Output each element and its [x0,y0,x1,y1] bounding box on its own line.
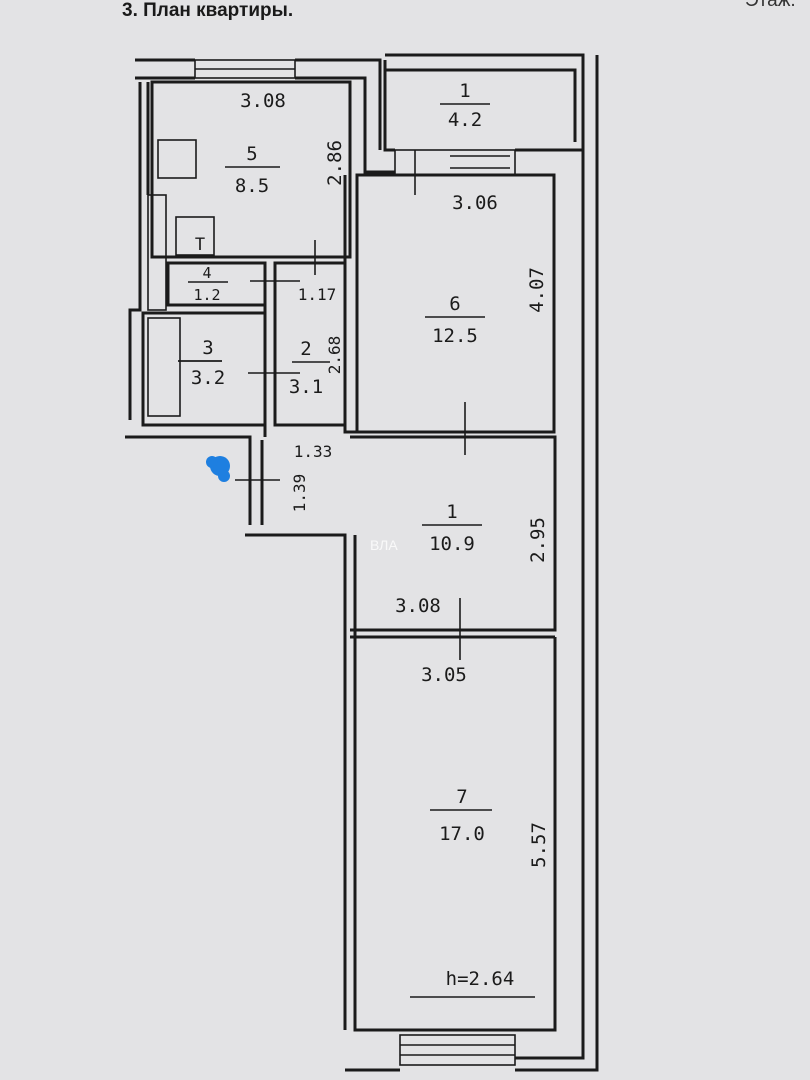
room-label: 7 17.0 [430,786,492,845]
fixture-label: T [195,235,205,255]
svg-text:4: 4 [202,264,211,282]
room-label: 5 8.5 [225,143,280,197]
room-label: 3 3.2 [178,337,225,389]
svg-text:4.2: 4.2 [448,109,482,131]
dimension-label: 3.08 [395,595,441,617]
svg-text:3.2: 3.2 [191,367,225,389]
svg-text:6: 6 [449,293,460,315]
walls [125,53,599,1072]
dimension-label: 2.68 [325,336,344,375]
svg-text:17.0: 17.0 [439,823,485,845]
svg-text:2: 2 [300,338,311,360]
dimension-label: 2.95 [527,517,549,563]
page-title: 3. План квартиры. [122,0,294,21]
dimension-label: 3.06 [452,192,498,214]
svg-text:5: 5 [246,143,257,165]
room-label: 1 10.9 [422,501,482,555]
svg-text:10.9: 10.9 [429,533,475,555]
dimension-label: 1.39 [290,474,309,513]
dimension-label: 3.08 [240,90,286,112]
room-label: 2 3.1 [289,338,330,398]
svg-text:1: 1 [446,501,457,523]
svg-text:3: 3 [202,337,213,359]
dimension-label: 2.86 [324,140,346,186]
dimension-label: 1.17 [298,285,337,304]
room-label: 6 12.5 [425,293,485,347]
dimension-label: 4.07 [526,267,548,313]
svg-text:1.2: 1.2 [193,286,220,304]
room-label: 4 1.2 [188,264,228,304]
dimension-label: 5.57 [528,822,550,868]
svg-text:12.5: 12.5 [432,325,478,347]
svg-text:7: 7 [456,786,467,808]
blue-marker [206,456,230,482]
floor-label: Этаж. [745,0,796,11]
ceiling-height-label: h=2.64 [446,968,515,990]
svg-text:1: 1 [459,80,470,102]
svg-text:3.1: 3.1 [289,376,323,398]
room-label: 1 4.2 [440,80,490,131]
dimension-label: 3.05 [421,664,467,686]
svg-text:8.5: 8.5 [235,175,269,197]
watermark: ВЛА [370,537,398,553]
dimension-label: 1.33 [294,442,333,461]
